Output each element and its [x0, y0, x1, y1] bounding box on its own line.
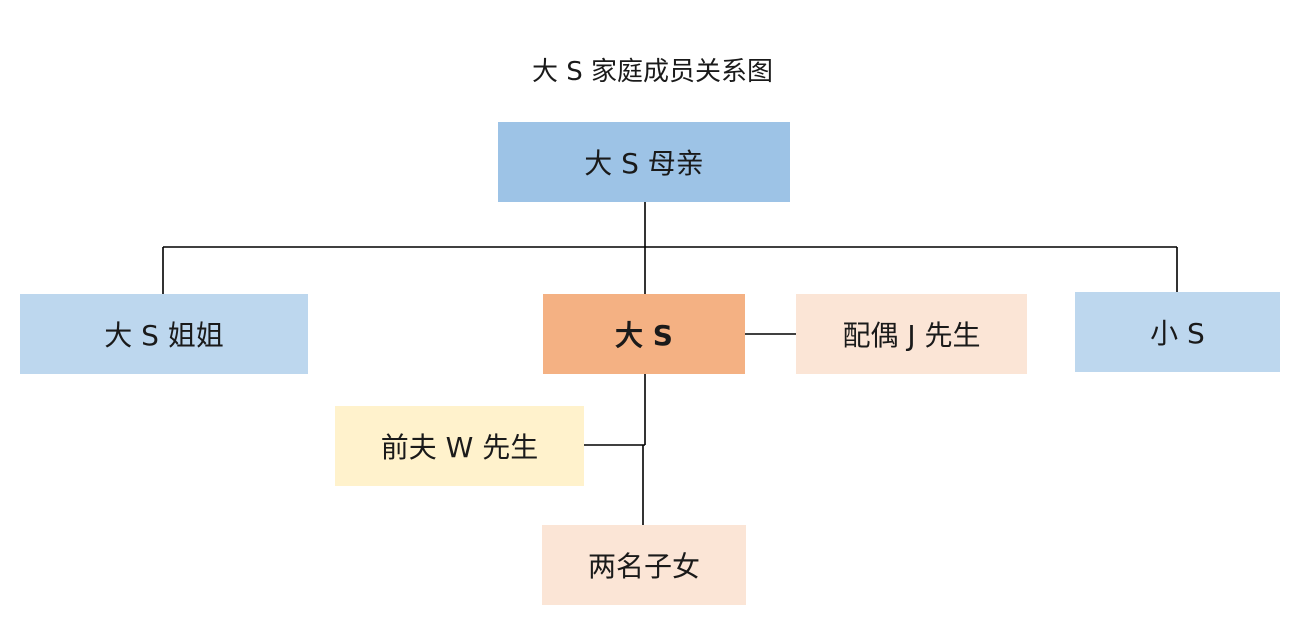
node-mother-label: 大 S 母亲 — [584, 147, 704, 180]
node-children-label: 两名子女 — [587, 550, 700, 583]
node-mother: 大 S 母亲 — [498, 122, 790, 202]
node-self-label: 大 S — [615, 319, 673, 352]
node-ex-husband: 前夫 W 先生 — [335, 406, 584, 486]
node-children: 两名子女 — [542, 525, 746, 605]
node-self: 大 S — [543, 294, 745, 374]
node-younger-sister: 小 S — [1075, 292, 1280, 372]
diagram-title: 大 S 家庭成员关系图 — [531, 57, 774, 87]
node-elder-sister: 大 S 姐姐 — [20, 294, 308, 374]
node-younger-sister-label: 小 S — [1150, 317, 1205, 350]
node-elder-sister-label: 大 S 姐姐 — [104, 319, 224, 352]
node-spouse-label: 配偶 J 先生 — [842, 319, 981, 352]
node-ex-husband-label: 前夫 W 先生 — [380, 431, 539, 464]
node-spouse: 配偶 J 先生 — [796, 294, 1027, 374]
